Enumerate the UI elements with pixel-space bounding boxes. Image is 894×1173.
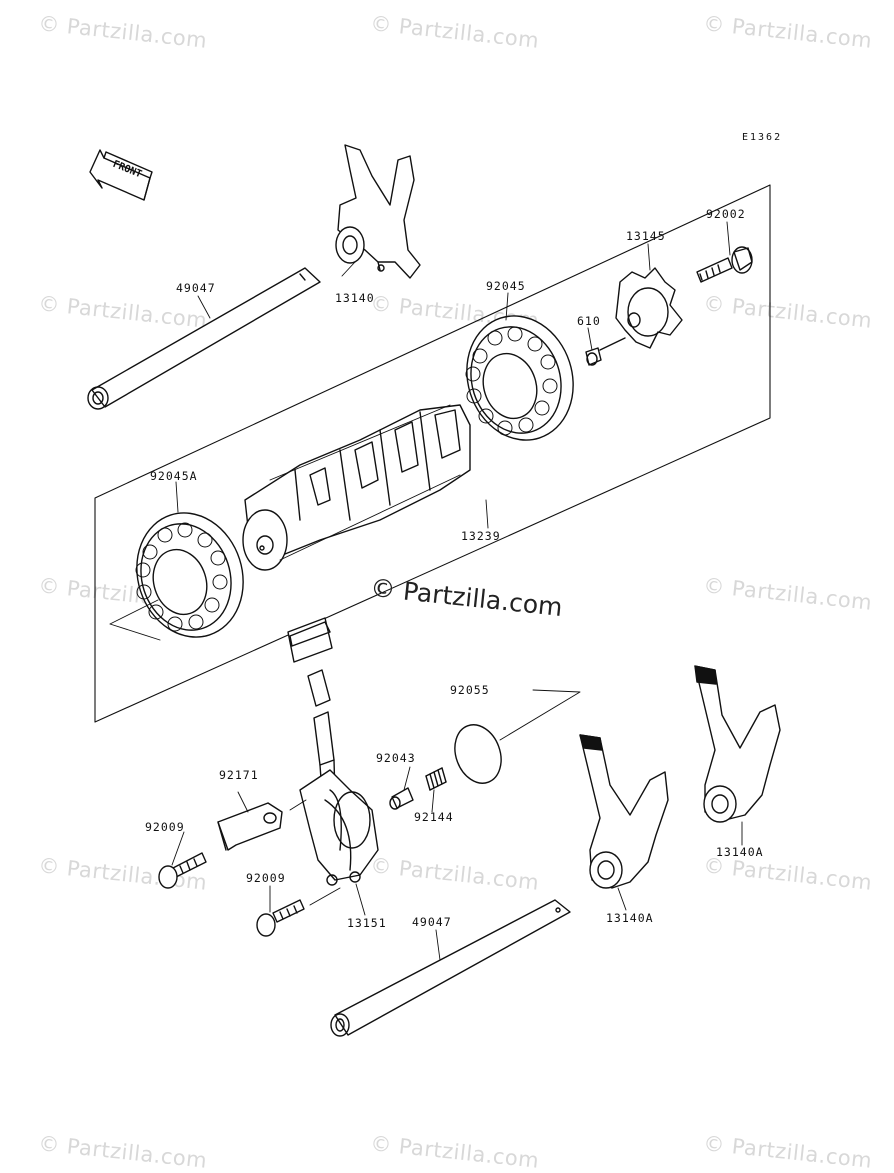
part-label-92045a: 92045A (150, 469, 198, 483)
front-arrow-icon (89, 149, 153, 201)
part-label-92045: 92045 (486, 279, 526, 293)
shift-lever (299, 669, 379, 886)
part-label-610: 610 (577, 314, 601, 328)
bolt-top (696, 246, 753, 283)
o-ring (454, 724, 502, 784)
shaft-bottom (330, 899, 571, 1037)
bolt-mid (256, 899, 305, 937)
spring (425, 767, 447, 791)
part-label-92043: 92043 (376, 751, 416, 765)
part-label-13145: 13145 (626, 229, 666, 243)
part-label-49047-top: 49047 (176, 281, 216, 295)
part-label-92055: 92055 (450, 683, 490, 697)
leader-lines (109, 221, 743, 961)
stopper-star (615, 267, 683, 349)
fork-top (335, 144, 421, 279)
pin (585, 337, 626, 366)
part-label-13140a-mid: 13140A (606, 911, 654, 925)
shift-drum (242, 404, 471, 571)
bearing-left (135, 512, 244, 638)
diagram-code: E1362 (742, 132, 783, 143)
bolt-left (158, 852, 207, 889)
fork-right (694, 665, 781, 823)
part-label-13140a-right: 13140A (716, 845, 764, 859)
shaft-top (87, 267, 321, 410)
part-label-92009-left: 92009 (145, 820, 185, 834)
detent-cap (287, 617, 333, 663)
plunger (389, 787, 414, 810)
assembly-frame (94, 184, 771, 723)
part-label-49047-bottom: 49047 (412, 915, 452, 929)
part-label-13239: 13239 (461, 529, 501, 543)
plate (217, 802, 283, 851)
fork-mid (579, 734, 669, 889)
part-label-92144: 92144 (414, 810, 454, 824)
part-label-92002: 92002 (706, 207, 746, 221)
part-label-13151: 13151 (347, 916, 387, 930)
part-label-92009-mid: 92009 (246, 871, 286, 885)
bearing-right (465, 315, 574, 441)
part-label-13140: 13140 (335, 291, 375, 305)
part-label-92171: 92171 (219, 768, 259, 782)
